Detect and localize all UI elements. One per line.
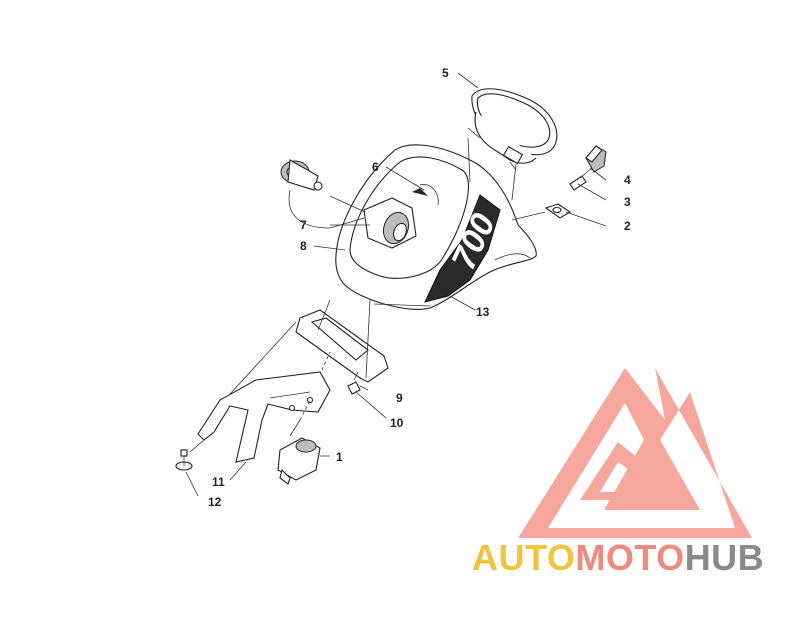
callout-12: 12 — [208, 495, 222, 509]
part-5-gauge — [467, 88, 558, 171]
part-12-fastener — [175, 449, 193, 471]
callout-9: 9 — [396, 391, 403, 405]
callout-11: 11 — [212, 475, 225, 489]
part-11-bracket — [197, 371, 331, 463]
part-8-pod-cover — [335, 144, 537, 310]
callout-10: 10 — [390, 416, 404, 430]
callout-6: 6 — [372, 160, 379, 174]
callout-5: 5 — [442, 66, 449, 80]
leader-lines — [185, 72, 607, 497]
watermark-moto: MOTO — [575, 537, 684, 578]
callout-13: 13 — [476, 305, 490, 319]
watermark-text: AUTOMOTOHUB — [472, 537, 764, 578]
part-10-screw — [347, 371, 361, 395]
part-2-grommet — [544, 203, 572, 219]
callout-1: 1 — [336, 450, 343, 464]
part-9-bezel — [295, 309, 389, 383]
part-1-switch — [277, 437, 321, 485]
callout-8: 8 — [300, 239, 307, 253]
part-3-key — [569, 167, 593, 191]
callout-2: 2 — [624, 219, 631, 233]
part-7-socket-in-pod — [363, 197, 417, 249]
part-4-key-cap — [585, 145, 607, 173]
part-7-socket-left — [280, 159, 323, 191]
callout-7: 7 — [300, 218, 307, 232]
watermark-logo — [518, 368, 752, 538]
watermark-hub: HUB — [685, 537, 765, 578]
watermark-auto: AUTO — [472, 537, 575, 578]
callout-4: 4 — [624, 173, 631, 187]
callout-3: 3 — [624, 195, 631, 209]
